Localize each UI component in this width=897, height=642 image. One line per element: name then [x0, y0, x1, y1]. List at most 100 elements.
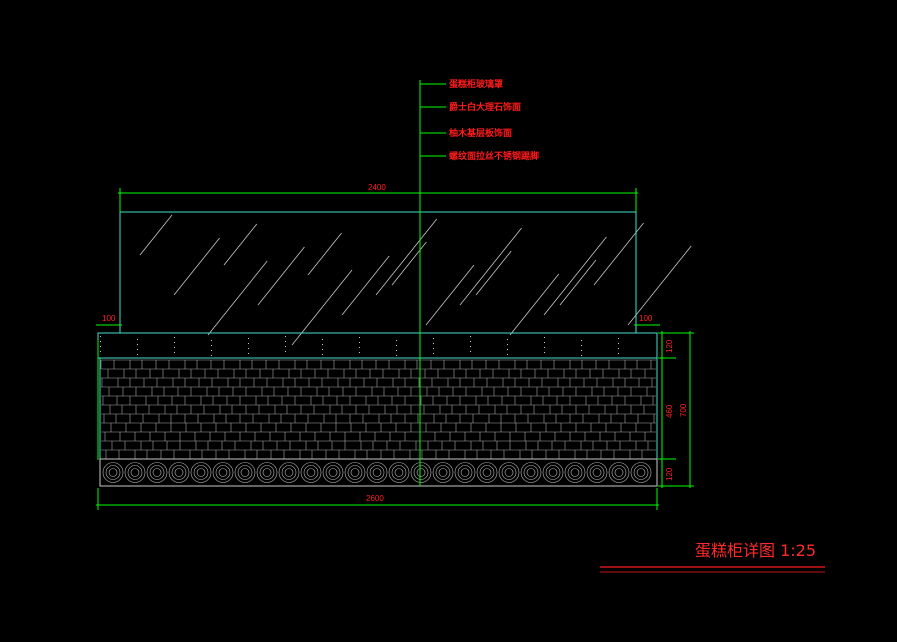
marble-speckle	[470, 346, 471, 347]
kickplate-rosette	[152, 468, 162, 477]
marble-speckle	[100, 341, 101, 342]
kickplate-rosette	[567, 465, 583, 480]
kickplate-rosette	[369, 465, 385, 480]
wood-panel	[99, 357, 658, 460]
glass-hatch	[509, 273, 560, 336]
marble-speckle	[433, 353, 434, 354]
callout-leaders	[420, 83, 446, 157]
glass-hatch	[207, 260, 268, 336]
marble-speckle	[470, 341, 471, 342]
kickplate-rosette	[498, 462, 520, 483]
kickplate-rosette	[416, 468, 426, 477]
marble-speckle	[581, 350, 582, 351]
marble-speckle	[396, 340, 397, 341]
kickplate-rosette	[127, 465, 143, 480]
kickplate-rosette	[570, 468, 580, 477]
kickplate-rosette	[240, 468, 250, 477]
kickplate-rosette	[256, 462, 278, 483]
callout-marble: 爵士白大理石饰面	[449, 101, 521, 113]
kickplate-rosette	[212, 462, 234, 483]
kickplate-rosette	[614, 468, 624, 477]
marble-speckle	[248, 338, 249, 339]
marble-speckle	[248, 348, 249, 349]
glass-hatch	[307, 232, 342, 276]
marble-speckle	[285, 351, 286, 352]
kickplate-rosette	[435, 465, 451, 480]
kickplate-rosette	[174, 468, 184, 477]
glass-hatch	[475, 250, 512, 296]
kickplate-rosette	[523, 465, 539, 480]
marble-speckle	[618, 348, 619, 349]
kickplate-rosette	[501, 465, 517, 480]
glass-hatch	[593, 222, 644, 286]
marble-slab	[97, 332, 658, 359]
kickplate-rosette	[237, 465, 253, 480]
kickplate-rosette	[366, 462, 388, 483]
marble-speckle	[322, 349, 323, 350]
glass-hatch	[257, 246, 305, 306]
marble-speckle	[359, 337, 360, 338]
marble-speckle	[507, 349, 508, 350]
glass-hatch	[341, 255, 390, 316]
kickplate-rosette	[168, 462, 190, 483]
dim-left-offset: 100	[102, 314, 116, 323]
kickplate-rosette	[328, 468, 338, 477]
kickplate-rosette	[479, 465, 495, 480]
glass-hatch	[627, 245, 692, 326]
marble-speckle	[285, 346, 286, 347]
kickplate-rosette	[545, 465, 561, 480]
kickplate-rosette	[350, 468, 360, 477]
kickplate-rosette	[278, 462, 300, 483]
glass-hatch	[139, 214, 173, 256]
kickplate-rosette	[303, 465, 319, 480]
kickplate-rosette	[586, 462, 608, 483]
kickplate-rosette	[281, 465, 297, 480]
marble-speckle	[248, 343, 249, 344]
marble-speckle	[174, 342, 175, 343]
kickplate-rosette	[476, 462, 498, 483]
callout-glass-cover: 蛋糕柜玻璃罩	[449, 78, 503, 90]
callout-kickplate: 螺纹面拉丝不锈钢踢脚	[449, 150, 539, 162]
kickplate-rosette	[388, 462, 410, 483]
kickplate-rosette	[325, 465, 341, 480]
marble-speckle	[433, 343, 434, 344]
kickplate-rosette	[105, 465, 121, 480]
kickplate-rosette	[262, 468, 272, 477]
marble-speckle	[100, 351, 101, 352]
drawing-title: 蛋糕柜详图 1:25	[695, 541, 816, 560]
kickplate-rosette	[432, 462, 454, 483]
kickplate-rosette	[542, 462, 564, 483]
marble-speckle	[285, 341, 286, 342]
kickplate-rosette	[630, 462, 652, 483]
marble-speckle	[137, 354, 138, 355]
marble-speckle	[544, 337, 545, 338]
marble-speckle	[211, 350, 212, 351]
marble-speckle	[507, 339, 508, 340]
kickplate-rosette	[548, 468, 558, 477]
marble-speckle	[137, 349, 138, 350]
kickplate-rosette	[306, 468, 316, 477]
marble-speckle	[322, 339, 323, 340]
kickplate-rosette	[460, 468, 470, 477]
callout-wood: 柚木基层板饰面	[449, 127, 512, 139]
glass-hatch	[291, 269, 353, 346]
kickplate-rosette	[344, 462, 366, 483]
marble-speckle	[100, 346, 101, 347]
kickplate-rosette	[589, 465, 605, 480]
kickplate-rosette	[149, 465, 165, 480]
marble-speckle	[137, 339, 138, 340]
glass-hatch	[543, 236, 607, 316]
kickplate-rosette	[130, 468, 140, 477]
marble-speckle	[248, 353, 249, 354]
marble-speckle	[544, 342, 545, 343]
kickplate-rosette	[454, 462, 476, 483]
dim-top-width: 2400	[368, 183, 386, 192]
glass-hatch	[173, 237, 220, 296]
marble-speckle	[470, 336, 471, 337]
marble-speckle	[581, 345, 582, 346]
kickplate-rosette	[633, 465, 649, 480]
marble-speckle	[359, 352, 360, 353]
marble-speckle	[544, 352, 545, 353]
marble-speckle	[211, 340, 212, 341]
